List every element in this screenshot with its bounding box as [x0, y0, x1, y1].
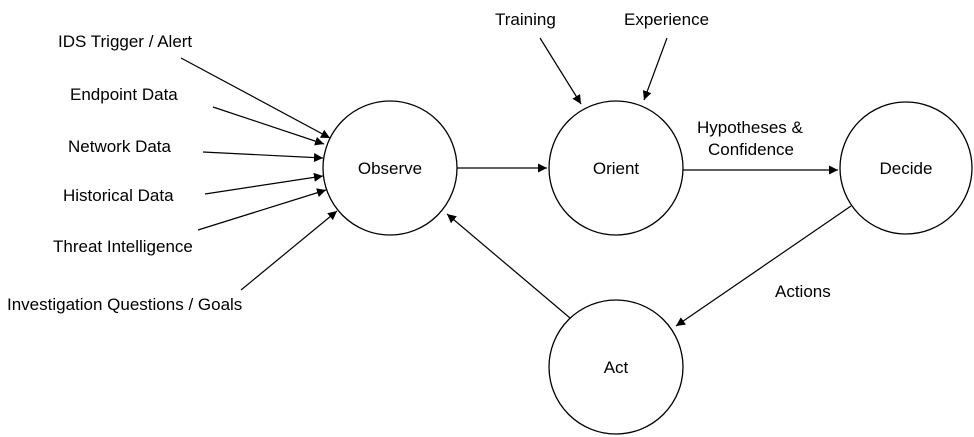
act-circle — [548, 299, 684, 435]
orient-circle — [548, 100, 684, 236]
decide-circle — [839, 101, 973, 235]
label-training: Training — [495, 10, 556, 29]
arrow-threatintel-to-observe — [197, 188, 327, 231]
label-hypotheses-line1: Hypotheses & — [697, 118, 803, 137]
arrow-experience-to-orient — [642, 37, 668, 101]
arrow-ids-to-observe — [180, 57, 331, 139]
node-act: Act — [548, 299, 684, 435]
arrow-act-to-observe — [446, 213, 571, 319]
observe-label: Observe — [358, 159, 422, 178]
label-threat-intelligence: Threat Intelligence — [53, 237, 193, 256]
node-orient: Orient — [548, 100, 684, 236]
label-investigation-goals: Investigation Questions / Goals — [7, 295, 242, 314]
decide-label: Decide — [880, 159, 933, 178]
label-experience: Experience — [624, 10, 709, 29]
orient-label: Orient — [593, 159, 640, 178]
label-network-data: Network Data — [68, 137, 172, 156]
arrow-training-to-orient — [539, 37, 582, 105]
label-historical-data: Historical Data — [63, 186, 174, 205]
arrow-historical-to-observe — [204, 172, 324, 195]
arrow-endpoint-to-observe — [212, 106, 325, 146]
arrow-network-to-observe — [202, 151, 324, 163]
node-observe: Observe — [322, 100, 458, 236]
label-actions: Actions — [775, 282, 831, 301]
arrow-decide-to-act — [675, 205, 852, 327]
label-endpoint-data: Endpoint Data — [70, 85, 178, 104]
label-ids-trigger: IDS Trigger / Alert — [58, 32, 192, 51]
label-hypotheses-line2: Confidence — [708, 140, 794, 159]
node-decide: Decide — [839, 101, 973, 235]
act-label: Act — [604, 358, 629, 377]
arrow-goals-to-observe — [240, 210, 338, 291]
